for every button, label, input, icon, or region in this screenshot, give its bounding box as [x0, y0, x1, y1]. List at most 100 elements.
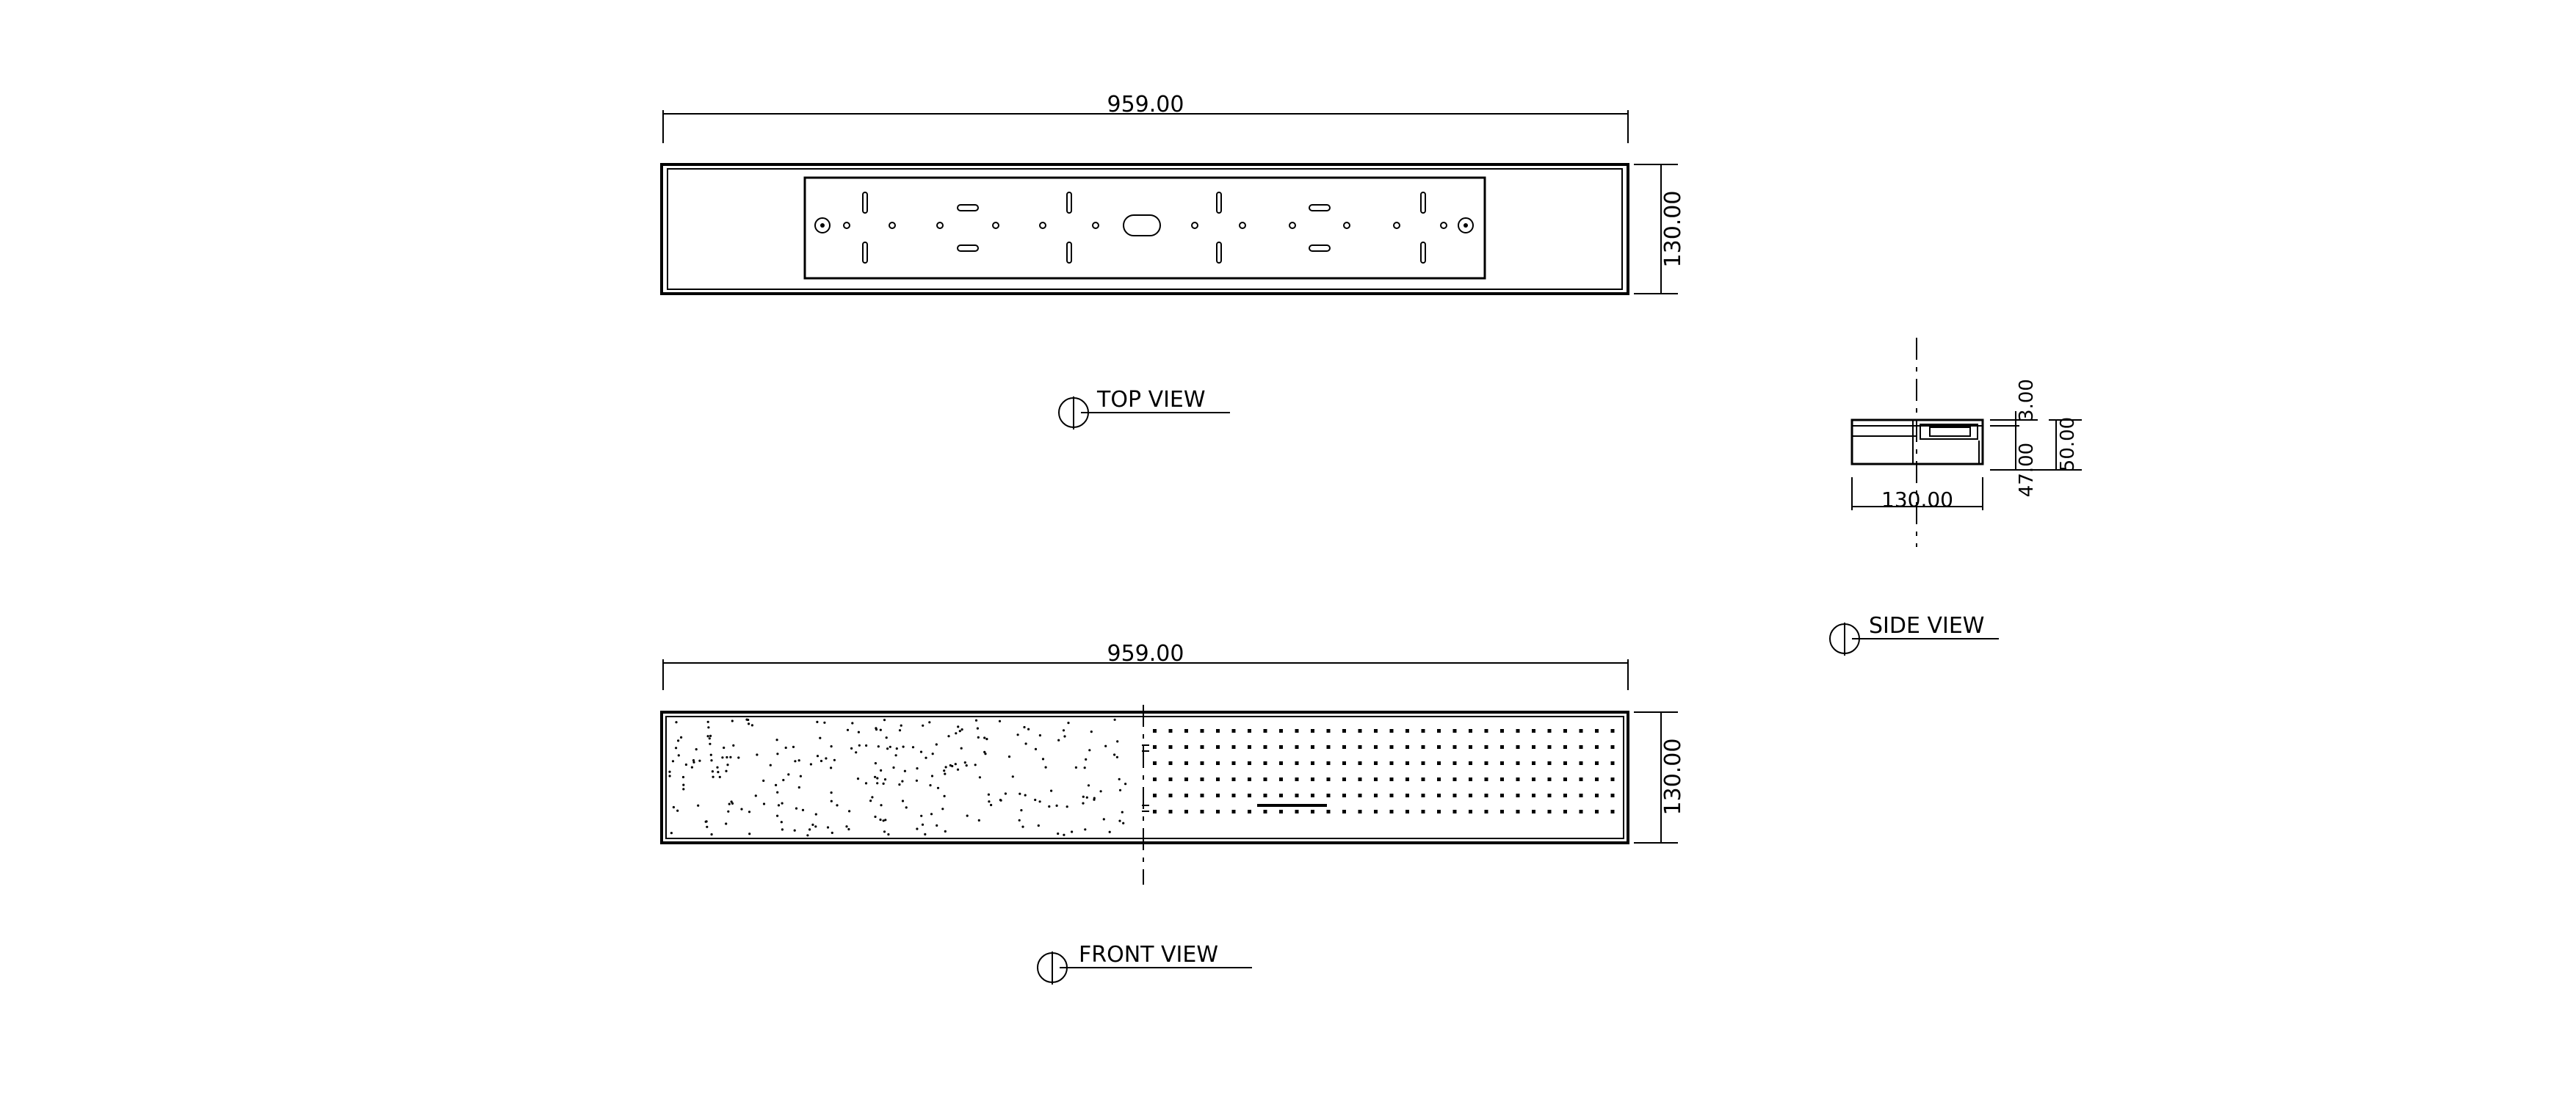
diffuser-speck [879, 728, 882, 731]
diffuser-speck [797, 759, 800, 762]
led-chip [1374, 777, 1378, 781]
diffuser-speck [729, 755, 732, 758]
led-chip [1516, 777, 1520, 781]
diffuser-speck [697, 804, 700, 807]
diffuser-speck [792, 745, 795, 749]
led-chip [1532, 794, 1535, 797]
diffuser-speck [884, 819, 887, 822]
led-chip [1610, 810, 1615, 813]
diffuser-speck [793, 829, 796, 832]
diffuser-speck [1041, 758, 1045, 761]
diffuser-speck [1082, 802, 1085, 805]
top-view-title: TOP VIEW [1096, 387, 1206, 413]
side-view: 130.00 3.00 47.00 50.00 SIDE VIEW [1829, 338, 2082, 656]
diffuser-speck [920, 814, 923, 817]
side-view-width-dimension: 130.00 [1851, 477, 1983, 512]
diffuser-speck [747, 718, 750, 722]
led-chip [1342, 777, 1346, 781]
led-chip [1421, 810, 1425, 813]
side-view-dim-mid: 47.00 [2016, 443, 2038, 497]
led-chip [1342, 794, 1346, 797]
led-chip [1200, 777, 1204, 781]
led-chip [1374, 794, 1378, 797]
led-chip [1168, 761, 1173, 765]
led-chip [1231, 729, 1236, 733]
led-chip [1469, 729, 1472, 733]
diffuser-speck [1116, 740, 1119, 743]
diffuser-speck [1115, 755, 1118, 758]
led-chip [1342, 761, 1346, 765]
diffuser-speck [769, 764, 772, 766]
diffuser-speck [782, 778, 785, 782]
diffuser-speck [680, 736, 683, 739]
diffuser-speck [1011, 775, 1014, 778]
diffuser-speck [977, 736, 980, 739]
diffuser-speck [916, 767, 919, 770]
led-chip [1326, 761, 1331, 765]
diffuser-speck [710, 833, 713, 836]
diffuser-speck [833, 758, 836, 761]
diffuser-speck [668, 775, 671, 777]
top-view-horizontal-slots [957, 204, 1331, 252]
led-chip [1358, 777, 1362, 781]
diffuser-speck [901, 800, 905, 802]
diffuser-speck [882, 782, 885, 785]
top-view-screw-hole [1458, 217, 1474, 233]
diffuser-speck [947, 735, 950, 738]
diffuser-speck [1104, 744, 1107, 747]
diffuser-speck [784, 746, 787, 750]
diffuser-speck [756, 753, 759, 756]
diffuser-speck [726, 755, 728, 759]
diffuser-speck [707, 726, 710, 729]
led-chip [1421, 761, 1425, 765]
top-view: 959.00 130.00 [660, 92, 1686, 429]
led-chip [1295, 777, 1299, 781]
diffuser-speck [1124, 783, 1127, 786]
front-view: 959.00 130.00 FRO [660, 641, 1686, 985]
led-chip [1595, 777, 1599, 781]
diffuser-speck [954, 763, 957, 766]
top-view-outer-body [660, 163, 1629, 295]
led-chip [1311, 761, 1314, 765]
diffuser-speck [794, 760, 797, 763]
diffuser-speck [1037, 824, 1040, 827]
diffuser-speck [1113, 753, 1116, 756]
diffuser-speck [750, 724, 753, 727]
led-chip [1500, 745, 1504, 749]
diffuser-speck [855, 751, 858, 754]
diffuser-speck [850, 747, 853, 750]
led-chip [1200, 794, 1204, 797]
top-view-mounting-plate [803, 176, 1486, 280]
diffuser-speck [1083, 766, 1086, 769]
diffuser-speck [856, 777, 860, 780]
led-chip [1184, 810, 1188, 813]
diffuser-speck [675, 721, 678, 724]
diffuser-speck [924, 833, 927, 835]
diffuser-speck [797, 786, 800, 789]
diffuser-speck [951, 764, 954, 768]
led-chip [1532, 729, 1535, 733]
diffuser-speck [1090, 731, 1093, 733]
diffuser-speck [889, 745, 891, 748]
diffuser-speck [806, 834, 809, 837]
led-chip [1437, 810, 1441, 813]
diffuser-speck [1088, 749, 1091, 752]
led-chip [1153, 794, 1157, 797]
diffuser-speck [1063, 833, 1066, 836]
led-chip [1216, 745, 1220, 749]
diffuser-speck [776, 814, 779, 817]
diffuser-speck [1093, 798, 1096, 801]
front-view-diffuser-texture [668, 718, 1127, 837]
diffuser-speck [690, 766, 694, 769]
led-chip [1248, 794, 1251, 797]
diffuser-speck [775, 739, 778, 742]
diffuser-speck [929, 784, 932, 787]
diffuser-speck [748, 833, 751, 835]
diffuser-speck [777, 804, 781, 807]
led-chip [1500, 761, 1504, 765]
top-view-height-text: 130.00 [1660, 191, 1686, 268]
diffuser-speck [830, 800, 833, 802]
diffuser-speck [830, 791, 833, 794]
diffuser-speck [830, 766, 833, 769]
